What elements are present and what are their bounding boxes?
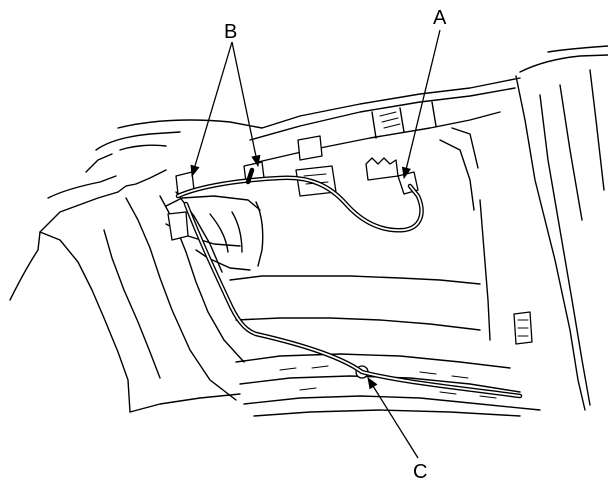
leader-a	[401, 29, 441, 180]
leader-b-left	[190, 41, 233, 178]
callout-label-b: B	[224, 21, 237, 43]
callout-leaders	[190, 29, 441, 459]
wiring-harness	[175, 167, 523, 399]
leader-b-right	[231, 41, 261, 168]
leader-c	[367, 377, 419, 459]
callout-label-c: C	[413, 461, 427, 483]
callout-label-a: A	[433, 7, 447, 29]
body-panel-outline	[9, 45, 608, 417]
